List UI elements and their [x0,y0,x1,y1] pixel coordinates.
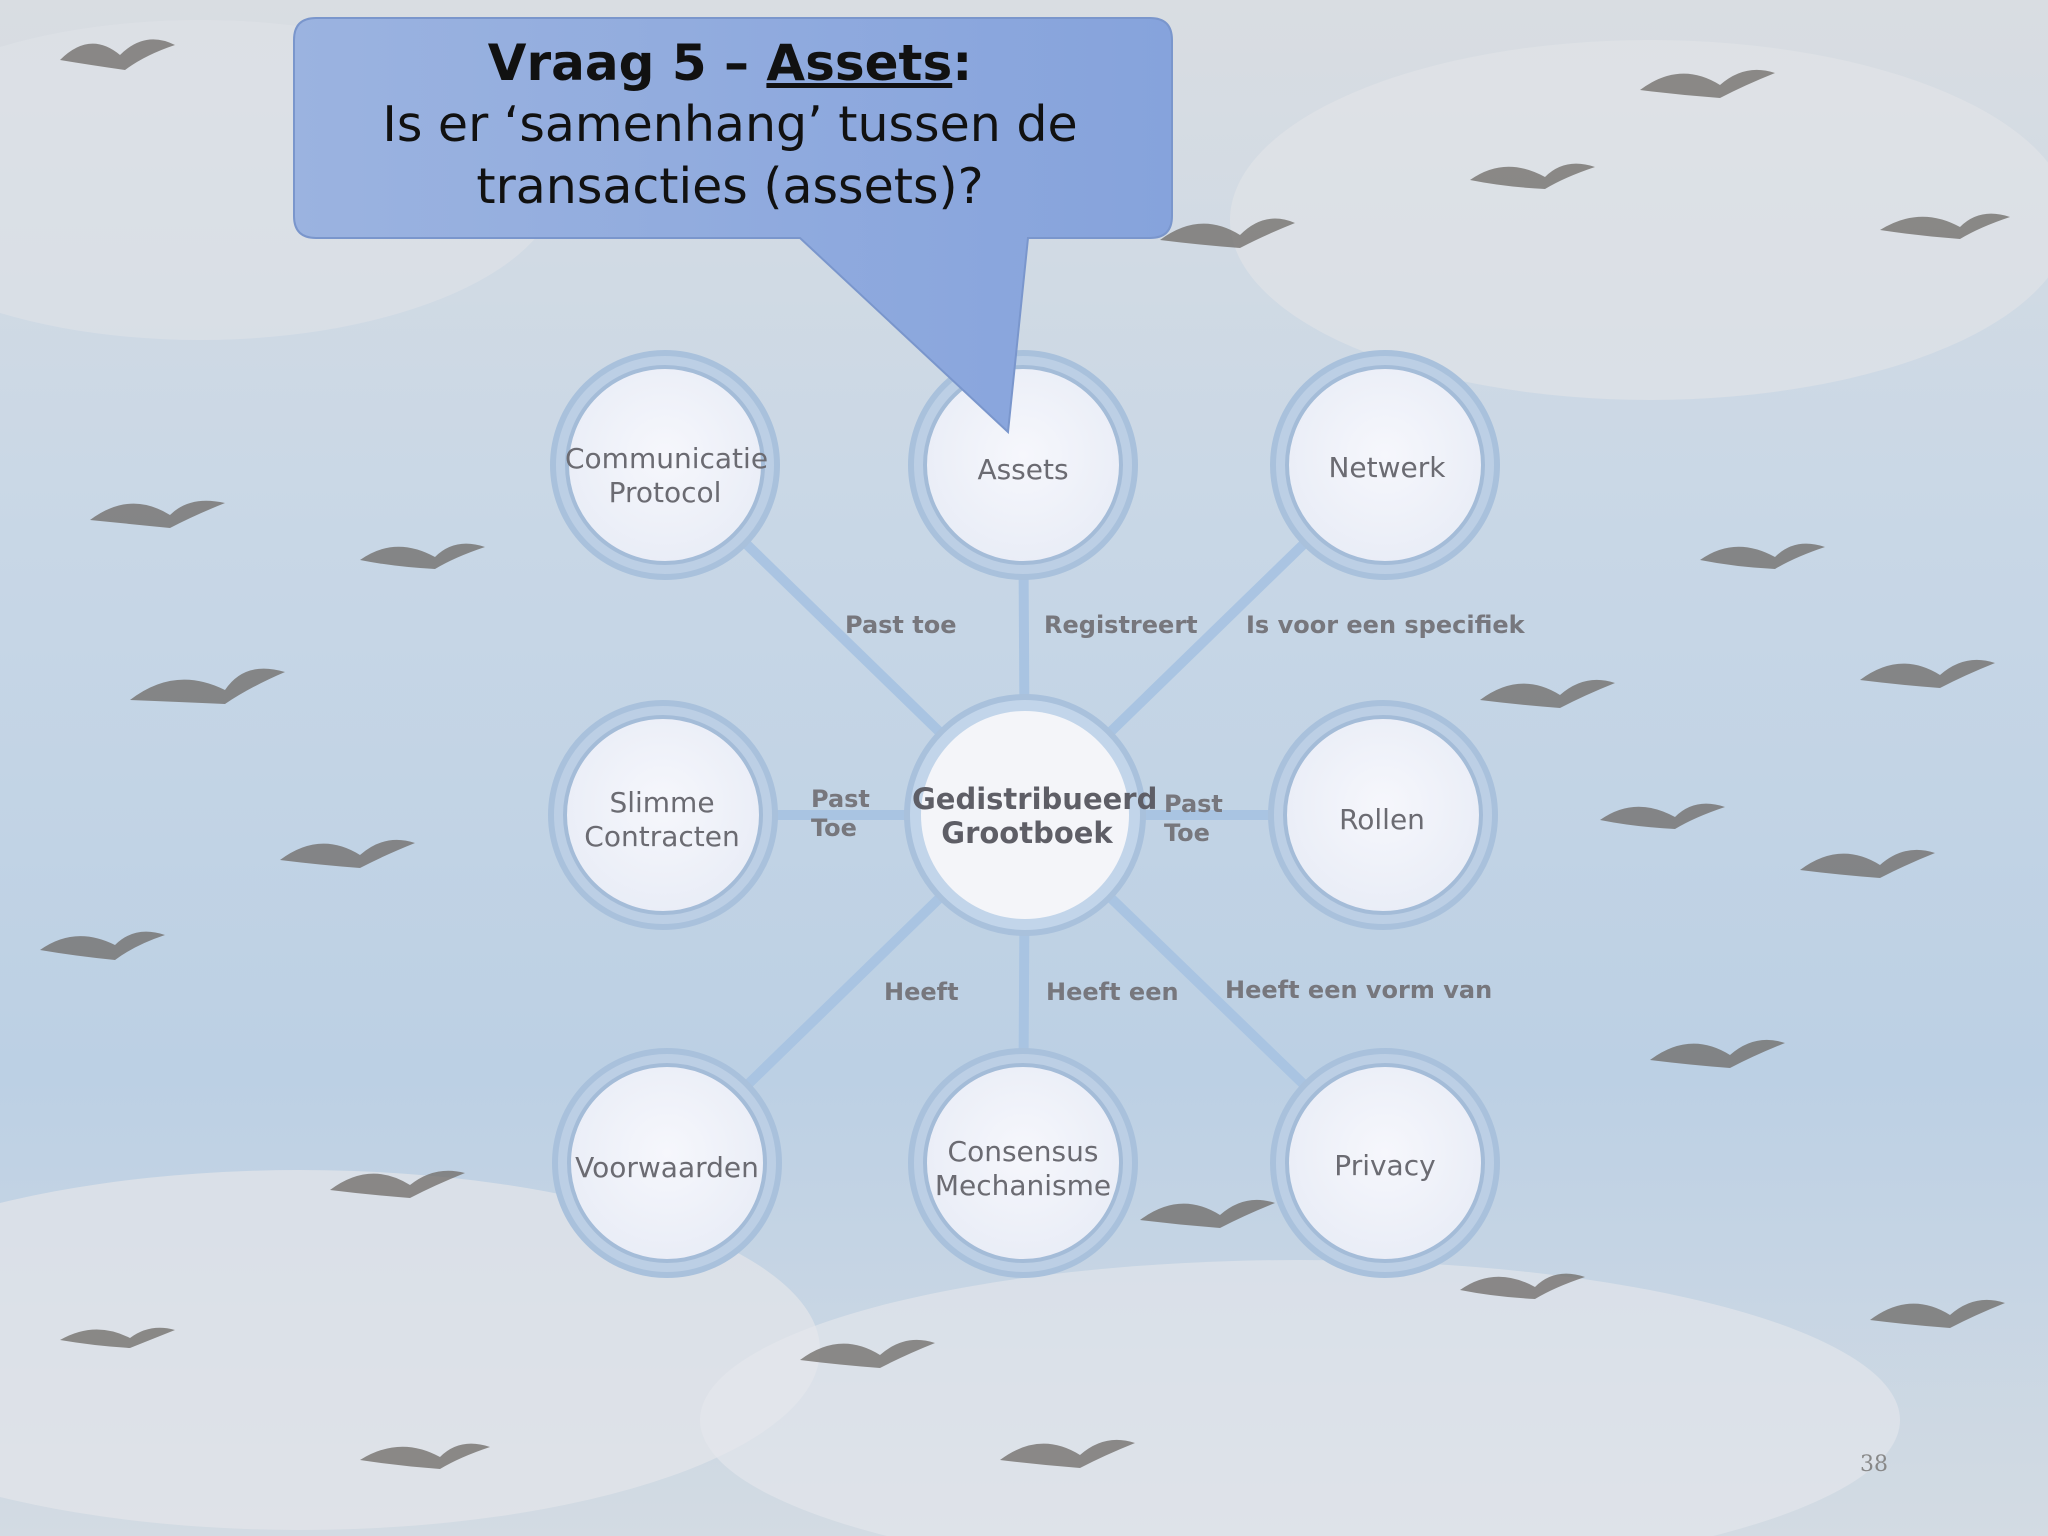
label-line: Netwerk [1328,451,1446,484]
bird-icon [800,1339,935,1368]
label-line: Slimme [609,786,715,819]
edge-label-line: Past [811,785,870,813]
bird-icon [1460,1273,1585,1299]
edge-label-line: Toe [811,814,857,842]
label-communicatie-protocol: Communicatie Protocol [565,442,769,510]
edge-label-line: Past [1164,790,1223,818]
bird-icon [1480,679,1615,708]
slide-page-number: 38 [1860,1452,1888,1477]
edge-label-line: Toe [1164,819,1210,847]
label-line: Consensus [947,1135,1099,1168]
node-privacy [1270,1048,1500,1278]
bird-icon [1800,849,1935,878]
edge-label-past-toe-slimme: Past Toe [811,785,870,843]
bird-icon [1700,543,1825,569]
bird-icon [90,500,225,528]
bird-icon [360,1443,490,1469]
question-number: Vraag 5 – [487,34,767,92]
bird-icon [1470,163,1595,189]
label-consensus-mechanisme: Consensus Mechanisme [923,1135,1123,1203]
edge-label-registreert: Registreert [1044,611,1198,639]
bird-flock-decoration [40,39,2010,1469]
node-consensus-mechanisme [908,1048,1138,1278]
node-voorwaarden [552,1048,782,1278]
bird-icon [1600,803,1725,829]
node-slimme-contracten [548,700,778,930]
label-line: Gedistribueerd [912,782,1158,816]
edge-label-past-toe-rollen: Past Toe [1164,790,1223,848]
bird-icon [40,931,165,960]
bird-icon [1160,218,1295,248]
edge-label-is-voor-een-specifiek: Is voor een specifiek [1246,611,1525,639]
bird-icon [130,668,285,704]
label-rollen: Rollen [1282,803,1482,837]
node-communicatie-protocol [550,350,780,580]
outer-nodes [548,350,1500,1278]
bird-icon [60,1327,175,1348]
cloud [700,1260,1900,1536]
question-line-1: Is er ‘samenhang’ tussen de [382,96,1078,153]
edge-label-heeft-een-vorm-van: Heeft een vorm van [1225,976,1493,1004]
label-line: Contracten [584,820,740,853]
label-slimme-contracten: Slimme Contracten [562,786,762,854]
bird-icon [60,39,175,70]
bird-icon [360,543,485,569]
bird-icon [1000,1439,1135,1468]
question-title: Vraag 5 – Assets: [300,32,1160,94]
node-center-grootboek [904,694,1146,936]
bird-icon [1640,69,1775,98]
label-assets: Assets [923,453,1123,487]
bird-icon [1860,659,1995,688]
label-line: Mechanisme [934,1169,1112,1202]
callout-bubble [293,17,1173,435]
node-netwerk [1270,350,1500,580]
bird-icon [280,839,415,868]
node-assets [908,350,1138,580]
edge-label-heeft: Heeft [884,978,959,1006]
label-line: Protocol [608,476,722,509]
label-gedistribueerd-grootboek: Gedistribueerd Grootboek [912,782,1158,850]
label-voorwaarden: Voorwaarden [567,1151,767,1185]
bird-icon [1650,1039,1785,1068]
bird-icon [330,1170,465,1198]
edge-label-heeft-een: Heeft een [1046,978,1179,1006]
bird-icon [1140,1199,1275,1228]
node-rollen [1268,700,1498,930]
cloud [1230,40,2048,400]
label-line: Rollen [1339,803,1425,836]
bird-icon [1870,1299,2005,1328]
label-line: Privacy [1334,1149,1436,1182]
question-keyword: Assets [766,34,953,92]
question-line-2: transacties (assets)? [476,158,984,215]
question-colon: : [952,34,973,92]
label-privacy: Privacy [1285,1149,1485,1183]
label-line: Voorwaarden [575,1151,759,1184]
callout-question: Vraag 5 – Assets: Is er ‘samenhang’ tuss… [300,32,1160,218]
edge-label-past-toe: Past toe [845,611,957,639]
label-netwerk: Netwerk [1287,451,1487,485]
label-line: Communicatie [565,442,769,475]
bird-icon [1880,213,2010,239]
label-line: Assets [977,453,1069,486]
label-line: Grootboek [941,816,1113,850]
